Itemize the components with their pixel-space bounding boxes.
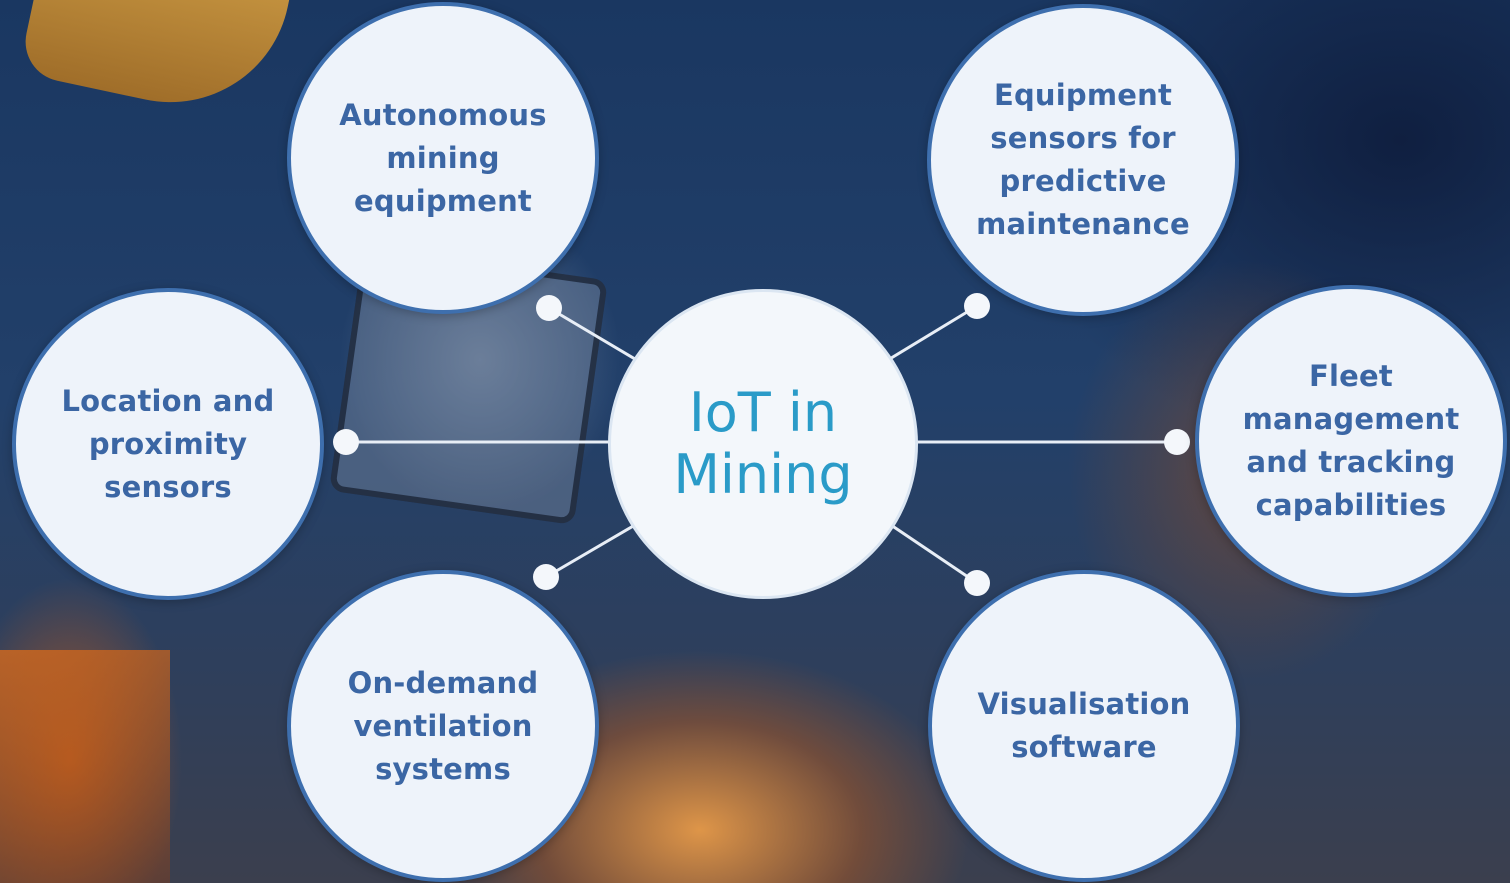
- center-label: IoT in Mining: [673, 381, 853, 506]
- node-label: Location and proximity sensors: [61, 383, 275, 504]
- connector-dot-fleet: [1164, 429, 1190, 455]
- node-label: On-demand ventilation systems: [347, 665, 539, 786]
- connector-dot-autonomous: [536, 295, 562, 321]
- node-autonomous-mining-equipment: Autonomous mining equipment: [287, 2, 599, 314]
- connector-dot-equipment-sensors: [964, 293, 990, 319]
- connector-ventilation: [545, 520, 641, 579]
- connector-dot-location: [333, 429, 359, 455]
- connector-dot-ventilation: [533, 564, 559, 590]
- center-node-iot-in-mining: IoT in Mining: [608, 289, 918, 599]
- node-location-proximity-sensors: Location and proximity sensors: [12, 288, 324, 600]
- node-label: Autonomous mining equipment: [339, 97, 547, 218]
- node-visualisation-software: Visualisation software: [928, 570, 1240, 882]
- safety-vest-shape: [0, 650, 170, 883]
- connector-equipment-sensors: [887, 304, 978, 362]
- node-label: Visualisation software: [977, 687, 1191, 764]
- node-label: Fleet management and tracking capabiliti…: [1242, 359, 1460, 522]
- connector-autonomous: [548, 306, 641, 364]
- connector-visualisation: [887, 521, 978, 585]
- node-on-demand-ventilation: On-demand ventilation systems: [287, 570, 599, 882]
- node-label: Equipment sensors for predictive mainten…: [976, 78, 1190, 241]
- connector-dot-visualisation: [964, 570, 990, 596]
- node-fleet-management: Fleet management and tracking capabiliti…: [1195, 285, 1507, 597]
- node-equipment-sensors: Equipment sensors for predictive mainten…: [927, 4, 1239, 316]
